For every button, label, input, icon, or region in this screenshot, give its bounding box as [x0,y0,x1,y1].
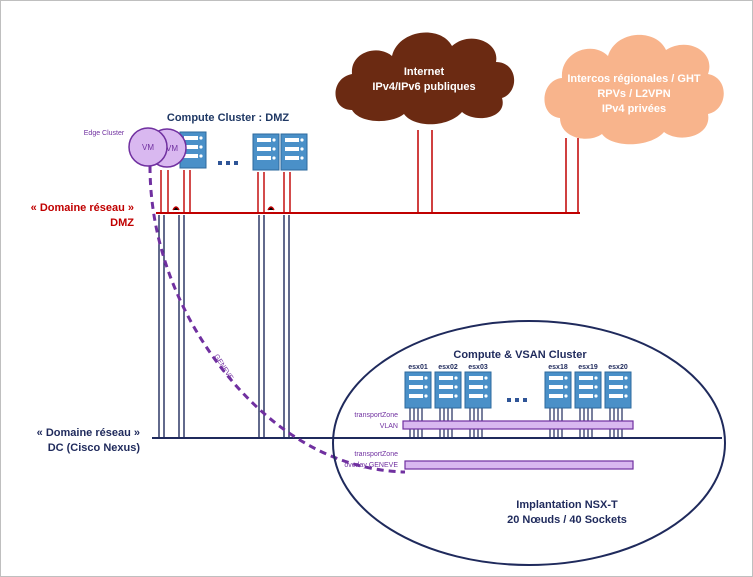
dmz-server-red-links [160,170,291,213]
host-label-esx18: esx18 [548,364,568,371]
internet-cloud-title: Internet [404,66,445,78]
tz-vlan-label-2: VLAN [380,423,398,430]
dmz-domain-label: « Domaine réseau » [31,202,134,214]
tz-overlay-label-2: overlay GENEVE [344,462,398,469]
tz-vlan-label-1: transportZone [354,412,398,419]
dmz-cluster-title: Compute Cluster : DMZ [167,112,290,124]
nsx-implantation-region [332,320,726,566]
host-label-esx01: esx01 [408,364,428,371]
geneve-tunnel [148,165,406,474]
interco-cloud-line3: IPv4 privées [602,103,666,115]
esx20-server-icon [604,371,632,409]
edge-cluster-label: Edge Cluster [84,130,125,137]
interco-cloud-shape [544,34,724,145]
internet-cloud-subtitle: IPv4/IPv6 publiques [372,81,475,93]
edge-cluster: Edge Cluster VM VM [84,127,187,168]
esx18-server-icon [544,371,572,409]
dc-domain-name: DC (Cisco Nexus) [48,442,141,454]
vm-front-label: VM [142,143,154,152]
tz-overlay-bar [404,460,634,470]
nsx-implantation-subtitle: 20 Nœuds / 40 Sockets [507,514,627,526]
host-label-esx02: esx02 [438,364,458,371]
geneve-label: GENEVE [212,353,234,382]
nsx-cluster-title: Compute & VSAN Cluster [453,349,587,361]
esx03-server-icon [464,371,492,409]
host-label-esx19: esx19 [578,364,598,371]
dmz-dc-links [158,215,290,438]
host-label-esx20: esx20 [608,364,628,371]
esx02-server-icon [434,371,462,409]
esx-host-labels: esx01 esx02 esx03 esx18 esx19 esx20 [408,364,628,371]
esx19-server-icon [574,371,602,409]
dmz-compute-cluster: Compute Cluster : DMZ [167,112,308,171]
nsx-ellipsis [507,398,527,402]
dmz-server-icon [252,133,280,171]
interco-cloud-line1: Intercos régionales / GHT [567,73,701,85]
dmz-server-icon [280,133,308,171]
vm-front-circle [128,127,168,167]
dmz-ellipsis [218,161,238,165]
tz-overlay-label-1: transportZone [354,451,398,458]
nsx-servers [404,371,632,409]
dc-domain-label: « Domaine réseau » [37,427,140,439]
internet-cloud: Internet IPv4/IPv6 publiques [335,32,515,125]
tz-vlan-bar [402,420,634,430]
vm-back-label: VM [166,144,178,153]
internet-cloud-shape [335,32,515,125]
interco-cloud: Intercos régionales / GHT RPVs / L2VPN I… [544,34,724,145]
dmz-network [156,130,580,214]
dmz-domain-name: DMZ [110,217,134,229]
interco-cloud-line2: RPVs / L2VPN [597,88,670,100]
esx01-server-icon [404,371,432,409]
host-label-esx03: esx03 [468,364,488,371]
nsx-implantation-title: Implantation NSX-T [516,499,618,511]
